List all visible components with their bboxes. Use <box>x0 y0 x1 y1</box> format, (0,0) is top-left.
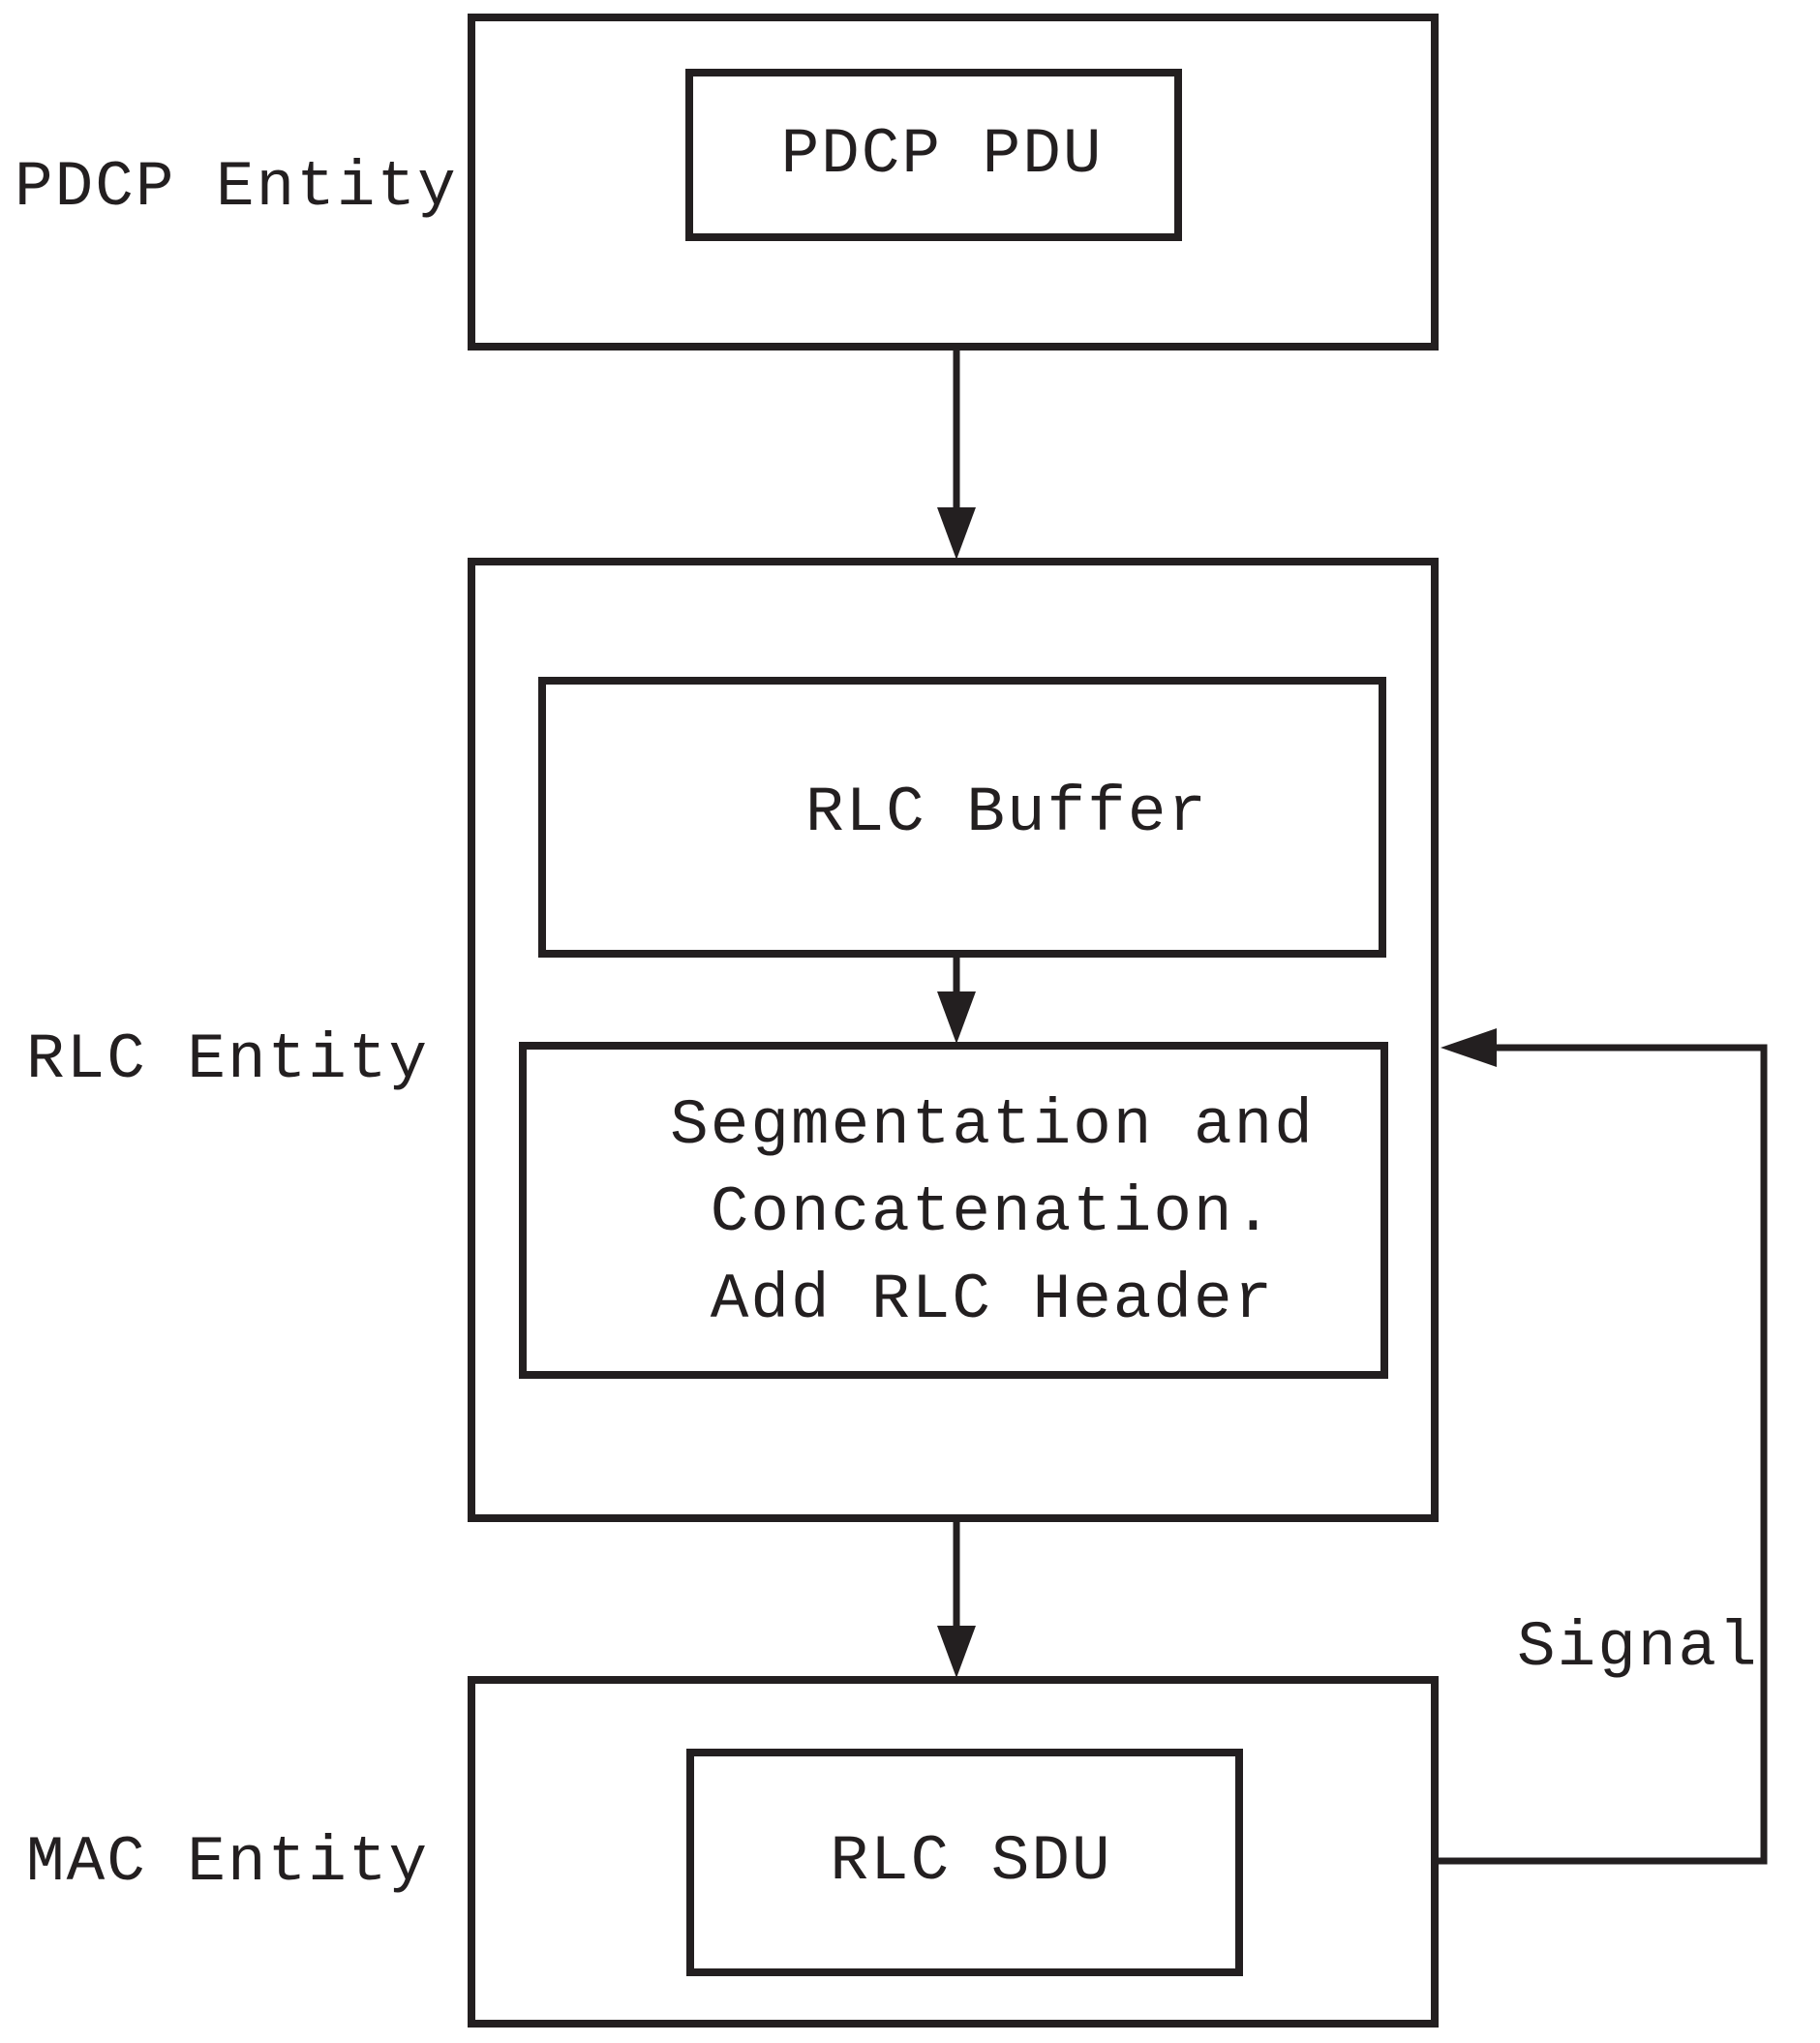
segmentation-label-line1: Segmentation and <box>670 1089 1315 1162</box>
rlc-entity-label: RLC Entity <box>26 1023 430 1096</box>
arrowhead-buffer-to-seg <box>937 991 976 1044</box>
rlc-sdu-box <box>686 1749 1243 1976</box>
rlc-buffer-box <box>538 677 1386 958</box>
arrowhead-pdcp-to-rlc <box>937 507 976 560</box>
segmentation-label: Segmentation and Concatenation. Add RLC … <box>670 1082 1315 1344</box>
mac-entity-label: MAC Entity <box>26 1826 430 1899</box>
mac-entity-box <box>468 1676 1439 2028</box>
rlc-sdu-label: RLC SDU <box>830 1825 1112 1898</box>
segmentation-label-line3: Add RLC Header <box>710 1264 1275 1336</box>
arrowhead-rlc-to-mac <box>937 1626 976 1678</box>
diagram-connectors <box>953 347 1768 1865</box>
pdcp-pdu-label: PDCP PDU <box>780 118 1104 191</box>
segmentation-box <box>519 1042 1388 1379</box>
pdcp-entity-label: PDCP Entity <box>15 151 458 224</box>
segmentation-label-line2: Concatenation. <box>710 1176 1275 1249</box>
signal-feedback-line <box>1431 1044 1768 1865</box>
diagram-arrowheads <box>937 507 1497 1678</box>
rlc-buffer-label: RLC Buffer <box>804 777 1209 849</box>
signal-label: Signal <box>1517 1611 1759 1684</box>
arrowhead-signal-into-rlc <box>1441 1028 1497 1067</box>
pdcp-pdu-box <box>685 69 1182 241</box>
